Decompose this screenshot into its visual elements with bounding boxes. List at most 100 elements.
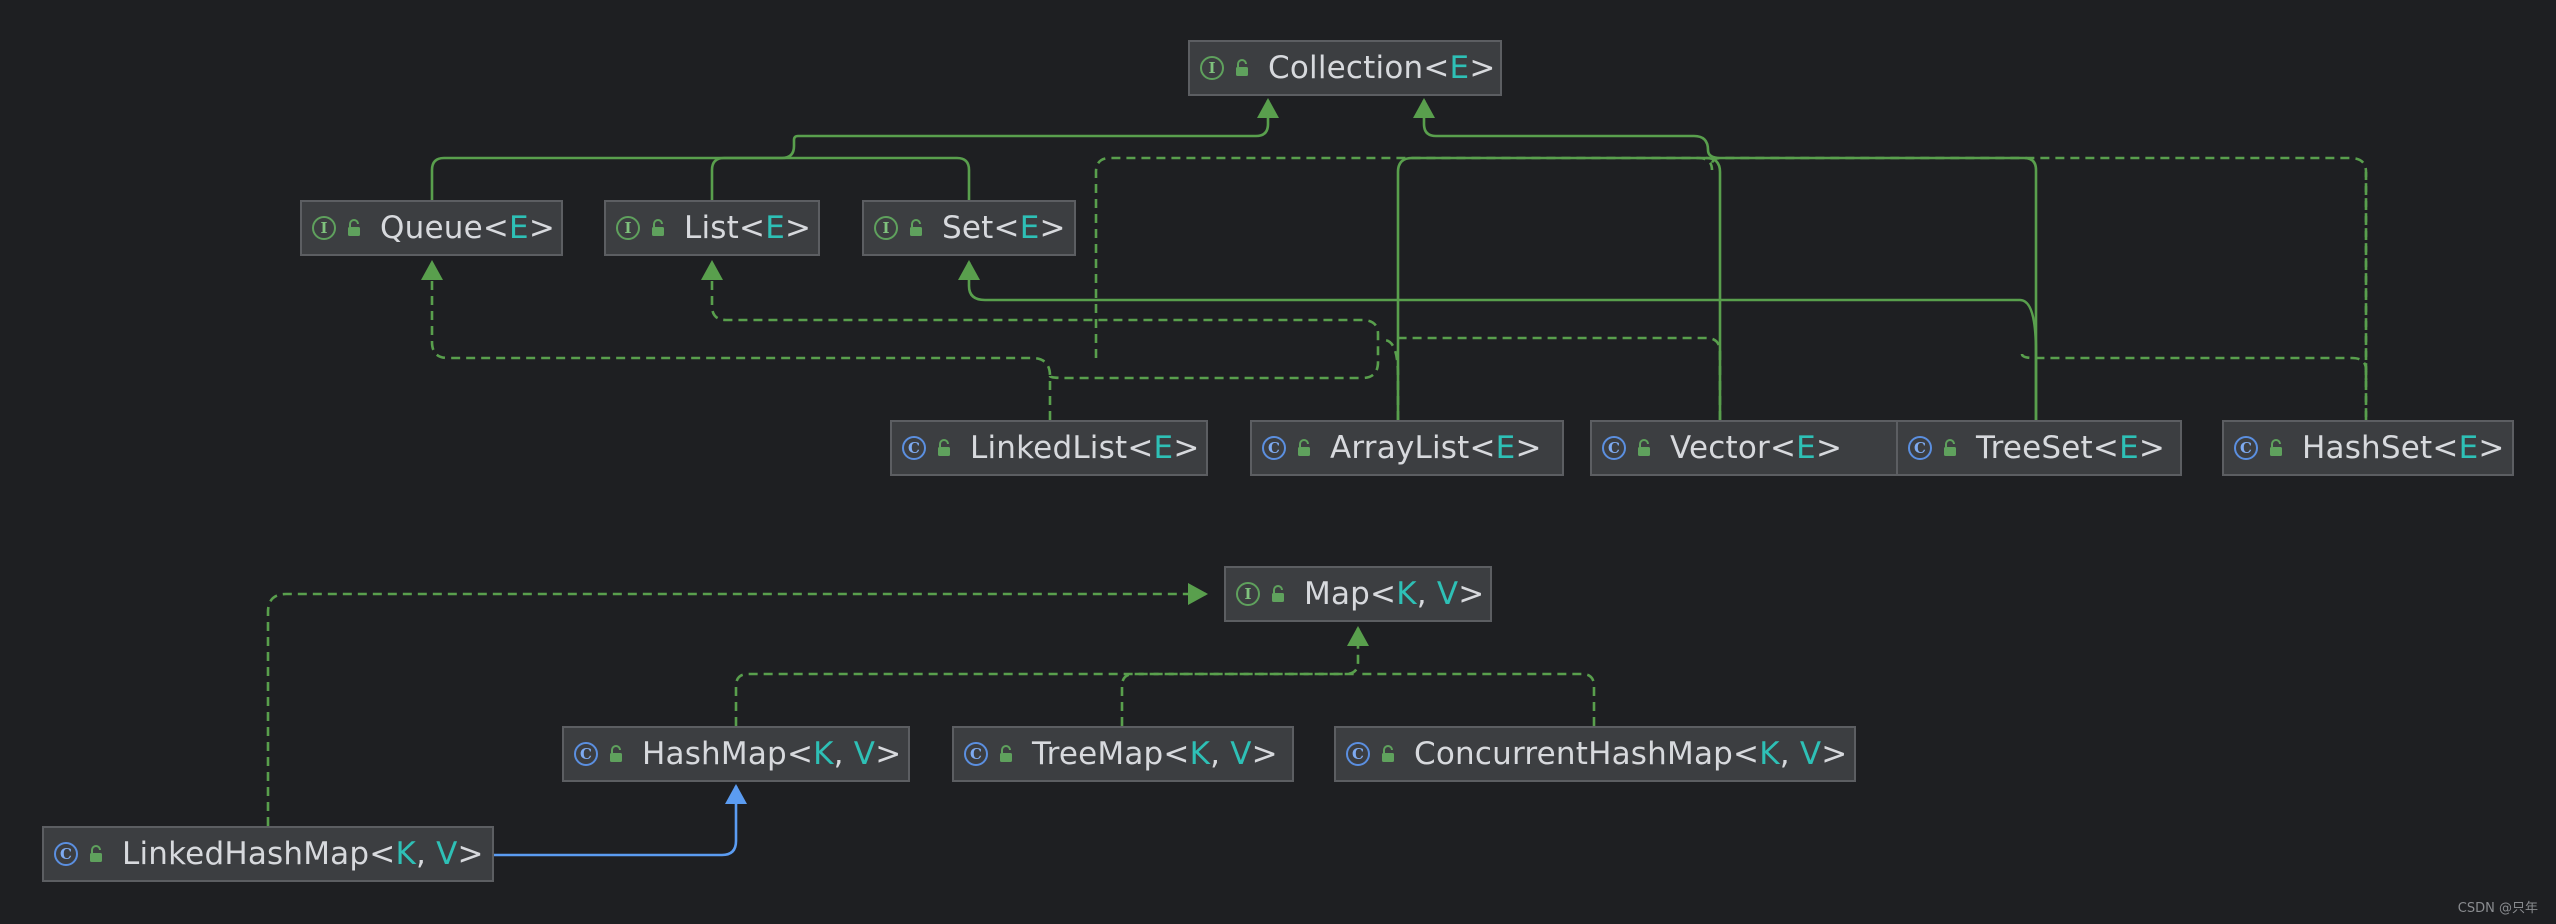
type-name: ArrayList <box>1330 430 1470 466</box>
lock-icon <box>1000 745 1012 762</box>
class-badge-icon: C <box>1908 436 1932 460</box>
lock-icon <box>652 219 664 236</box>
type-parameter: K <box>1759 736 1780 772</box>
type-parameter: E <box>509 210 529 246</box>
node-label: HashSet<E> <box>2302 430 2505 466</box>
edge-linkedlist-to-list <box>710 262 1380 380</box>
node-label: Queue<E> <box>380 210 556 246</box>
node-label: TreeSet<E> <box>1976 430 2166 466</box>
node-label: Map<K, V> <box>1304 576 1485 612</box>
node-label: TreeMap<K, V> <box>1032 736 1278 772</box>
type-parameter: V <box>1436 576 1459 612</box>
arrowhead-icon <box>1347 626 1369 646</box>
edge-linkedhashmap-to-hashmap <box>494 786 738 857</box>
class-badge-icon: C <box>964 742 988 766</box>
type-parameter: E <box>1153 430 1174 466</box>
arrowhead-icon <box>725 784 747 804</box>
type-name: HashMap <box>642 736 787 772</box>
node-label: List<E> <box>684 210 812 246</box>
edge-list-to-collection <box>710 156 790 200</box>
node-hashmap[interactable]: C HashMap<K, V> <box>562 726 910 782</box>
lock-icon <box>348 219 360 236</box>
node-label: Collection<E> <box>1268 50 1496 86</box>
interface-badge-icon: I <box>312 216 336 240</box>
type-parameter: K <box>1396 576 1417 612</box>
arrowhead-icon <box>1188 583 1208 605</box>
node-label: ArrayList<E> <box>1330 430 1542 466</box>
lock-icon <box>1382 745 1394 762</box>
class-badge-icon: C <box>54 842 78 866</box>
edge-queue-to-collection <box>430 100 1270 200</box>
edge-hashmap-to-map <box>734 628 1360 726</box>
arrowhead-icon <box>1413 98 1435 118</box>
type-name: ConcurrentHashMap <box>1414 736 1734 772</box>
edge-treemap-to-map <box>1120 672 1358 726</box>
edge-collection-right <box>1422 100 2038 420</box>
arrowhead-icon <box>958 260 980 280</box>
interface-badge-icon: I <box>1200 56 1224 80</box>
edge-treeset-to-set <box>967 262 2038 420</box>
node-collection[interactable]: I Collection<E> <box>1188 40 1502 96</box>
edge-vector-to-list <box>1398 336 1722 420</box>
edge-linkedhashmap-to-map <box>266 592 1206 826</box>
type-name: HashSet <box>2302 430 2433 466</box>
node-treemap[interactable]: C TreeMap<K, V> <box>952 726 1294 782</box>
type-parameter: E <box>1495 430 1516 466</box>
type-parameter: E <box>1796 430 1816 466</box>
lock-icon <box>1236 59 1248 76</box>
lock-icon <box>1638 439 1650 456</box>
arrowhead-icon <box>701 260 723 280</box>
node-label: HashMap<K, V> <box>642 736 902 772</box>
edge-arraylist-to-list <box>1383 338 1400 420</box>
type-name: Collection <box>1268 50 1424 86</box>
type-parameter: K <box>395 836 416 872</box>
type-name: Queue <box>380 210 483 246</box>
class-badge-icon: C <box>1346 742 1370 766</box>
arrowhead-icon <box>421 260 443 280</box>
lock-icon <box>1298 439 1310 456</box>
watermark: CSDN @只年 <box>2457 901 2538 916</box>
type-name: Set <box>942 210 994 246</box>
class-badge-icon: C <box>902 436 926 460</box>
edge-set-to-collection <box>790 156 971 200</box>
class-badge-icon: C <box>1602 436 1626 460</box>
node-queue[interactable]: I Queue<E> <box>300 200 563 256</box>
node-concurrenthashmap[interactable]: C ConcurrentHashMap<K, V> <box>1334 726 1856 782</box>
lock-icon <box>90 845 102 862</box>
node-label: Vector<E> <box>1670 430 1843 466</box>
node-treeset[interactable]: C TreeSet<E> <box>1896 420 2182 476</box>
node-label: LinkedHashMap<K, V> <box>122 836 484 872</box>
type-parameter: V <box>1799 736 1822 772</box>
class-badge-icon: C <box>1262 436 1286 460</box>
type-name: LinkedList <box>970 430 1128 466</box>
node-label: LinkedList<E> <box>970 430 1200 466</box>
node-arraylist[interactable]: C ArrayList<E> <box>1250 420 1564 476</box>
arrowhead-icon <box>1257 98 1279 118</box>
class-badge-icon: C <box>574 742 598 766</box>
lock-icon <box>610 745 622 762</box>
type-parameter: V <box>853 736 876 772</box>
type-parameter: E <box>2119 430 2139 466</box>
node-label: ConcurrentHashMap<K, V> <box>1414 736 1848 772</box>
node-linkedlist[interactable]: C LinkedList<E> <box>890 420 1208 476</box>
type-name: Map <box>1304 576 1371 612</box>
type-parameter: K <box>1189 736 1211 772</box>
type-parameter: E <box>1019 210 1040 246</box>
type-parameter: E <box>765 210 785 246</box>
edge-linkedlist-to-collection <box>1094 156 2368 420</box>
edge-concurrenthashmap-to-map <box>1358 672 1596 726</box>
type-parameter: E <box>1449 50 1470 86</box>
lock-icon <box>1944 439 1956 456</box>
lock-icon <box>938 439 950 456</box>
lock-icon <box>1272 585 1284 602</box>
type-parameter: K <box>813 736 834 772</box>
node-linkedhashmap[interactable]: C LinkedHashMap<K, V> <box>42 826 494 882</box>
type-name: List <box>684 210 739 246</box>
node-vector[interactable]: C Vector<E> <box>1590 420 1900 476</box>
type-name: TreeSet <box>1976 430 2093 466</box>
